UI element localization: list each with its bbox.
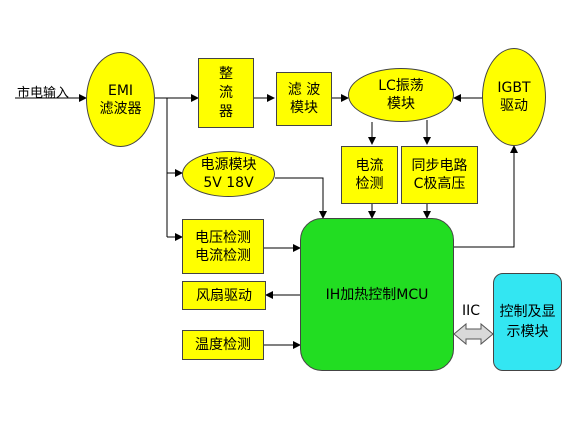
iic-bus-arrow [453, 322, 494, 346]
input-label: 市电输入 [17, 86, 70, 101]
temperature-detect-block: 温度检测 [182, 330, 264, 360]
lc-oscillator-block: LC振荡 模块 [348, 68, 454, 122]
rectifier-block: 整 流 器 [198, 58, 254, 128]
igbt-driver-block: IGBT 驱动 [482, 48, 546, 146]
wire-power-to-mcu [275, 177, 327, 219]
wire-mcu-to-igbt [454, 145, 518, 248]
filter-module-block: 滤 波 模块 [276, 72, 332, 126]
control-display-block: 控制及显 示模块 [493, 273, 562, 371]
mcu-block: IH加热控制MCU [300, 218, 454, 371]
emi-filter-block: EMI 滤波器 [86, 52, 155, 147]
current-detect-block: 电流 检测 [341, 146, 398, 204]
iic-bus-label: IIC [462, 303, 481, 319]
power-module-block: 电源模块 5V 18V [182, 151, 275, 197]
voltage-current-detect-block: 电压检测 电流检测 [182, 219, 264, 274]
sync-circuit-block: 同步电路 C极高压 [401, 146, 478, 204]
fan-driver-block: 风扇驱动 [182, 281, 266, 310]
